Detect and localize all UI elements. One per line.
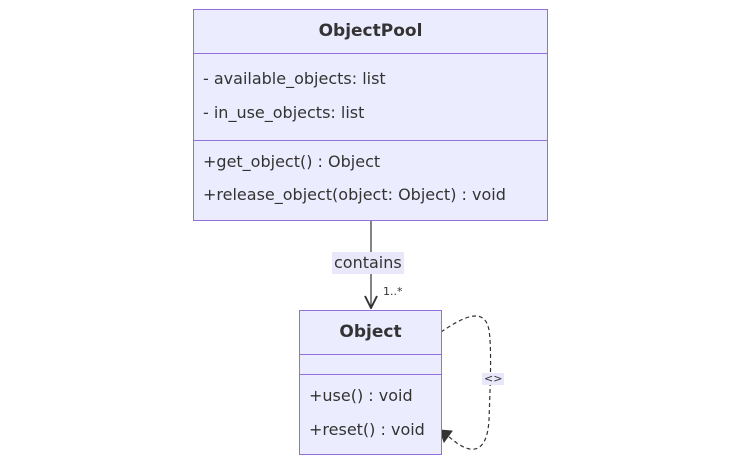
class-objectpool-attributes: - available_objects: list - in_use_objec… [194,54,547,141]
attribute-available-objects: - available_objects: list [203,69,386,88]
class-objectpool: ObjectPool - available_objects: list - i… [193,9,548,221]
self-loop-label: <> [482,372,505,385]
class-object: Object +use() : void +reset() : void [299,310,442,455]
class-objectpool-methods: +get_object() : Object +release_object(o… [194,141,547,220]
method-reset: +reset() : void [309,420,425,439]
method-use: +use() : void [309,386,413,405]
multiplicity-label: 1..* [383,285,403,298]
class-objectpool-title: ObjectPool [194,10,547,54]
class-object-methods: +use() : void +reset() : void [300,375,441,454]
method-get-object: +get_object() : Object [203,152,381,171]
attribute-in-use-objects: - in_use_objects: list [203,103,365,122]
method-release-object: +release_object(object: Object) : void [203,185,506,204]
class-object-attributes [300,355,441,375]
contains-label: contains [332,252,404,274]
self-loop-arrowhead [439,429,453,444]
class-object-title: Object [300,311,441,355]
